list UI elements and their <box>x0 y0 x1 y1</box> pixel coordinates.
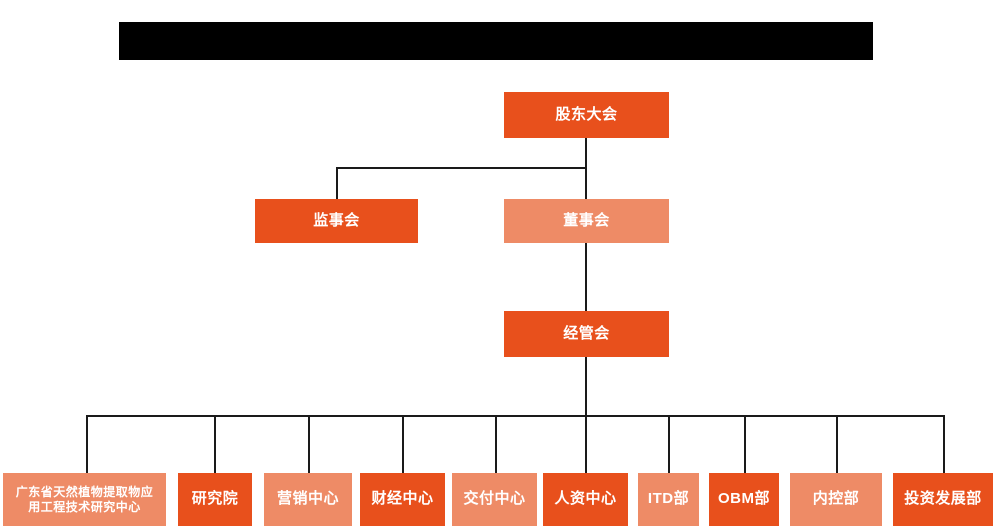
node-department-0-label: 广东省天然植物提取物应 用工程技术研究中心 <box>15 484 154 514</box>
node-department-4-label: 交付中心 <box>463 490 526 508</box>
node-board-of-directors-label: 董事会 <box>563 211 610 229</box>
node-board-of-supervisors[interactable]: 监事会 <box>255 199 418 243</box>
node-department-1-label: 研究院 <box>191 490 239 508</box>
node-management-committee[interactable]: 经管会 <box>504 311 669 357</box>
connector-drop-1 <box>86 415 88 473</box>
node-shareholders-meeting[interactable]: 股东大会 <box>504 92 669 138</box>
node-department-6-label: ITD部 <box>647 490 690 508</box>
node-department-0[interactable]: 广东省天然植物提取物应 用工程技术研究中心 <box>3 473 166 526</box>
node-department-2-label: 营销中心 <box>276 490 339 508</box>
node-department-2[interactable]: 营销中心 <box>264 473 352 526</box>
node-department-7-label: OBM部 <box>718 490 770 508</box>
connector-drop-10 <box>943 415 945 473</box>
connector-drop-4 <box>402 415 404 473</box>
node-department-8-label: 内控部 <box>812 490 860 508</box>
connector-management-down <box>585 357 587 416</box>
connector-to-directors <box>585 167 587 199</box>
node-shareholders-meeting-label: 股东大会 <box>555 105 618 123</box>
connector-drop-3 <box>308 415 310 473</box>
connector-drop-5 <box>495 415 497 473</box>
connector-drop-7 <box>668 415 670 473</box>
node-department-6[interactable]: ITD部 <box>638 473 699 526</box>
node-department-1[interactable]: 研究院 <box>178 473 252 526</box>
node-department-9-label: 投资发展部 <box>904 490 982 508</box>
connector-department-bus <box>86 415 944 417</box>
node-department-9[interactable]: 投资发展部 <box>893 473 993 526</box>
node-department-7[interactable]: OBM部 <box>709 473 779 526</box>
node-department-5-label: 人资中心 <box>554 490 617 508</box>
node-department-3[interactable]: 财经中心 <box>360 473 445 526</box>
connector-to-supervisors <box>336 167 338 199</box>
node-department-4[interactable]: 交付中心 <box>452 473 537 526</box>
connector-drop-9 <box>836 415 838 473</box>
node-management-committee-label: 经管会 <box>563 324 610 342</box>
connector-level2-bus <box>336 167 587 169</box>
connector-directors-to-management <box>585 243 587 311</box>
connector-drop-6 <box>585 415 587 473</box>
node-board-of-supervisors-label: 监事会 <box>313 211 360 229</box>
node-department-5[interactable]: 人资中心 <box>543 473 628 526</box>
connector-shareholders-down <box>585 138 587 168</box>
node-department-8[interactable]: 内控部 <box>790 473 882 526</box>
node-board-of-directors[interactable]: 董事会 <box>504 199 669 243</box>
connector-drop-8 <box>744 415 746 473</box>
connector-drop-2 <box>214 415 216 473</box>
redacted-title-bar <box>119 22 873 60</box>
node-department-3-label: 财经中心 <box>371 490 434 508</box>
